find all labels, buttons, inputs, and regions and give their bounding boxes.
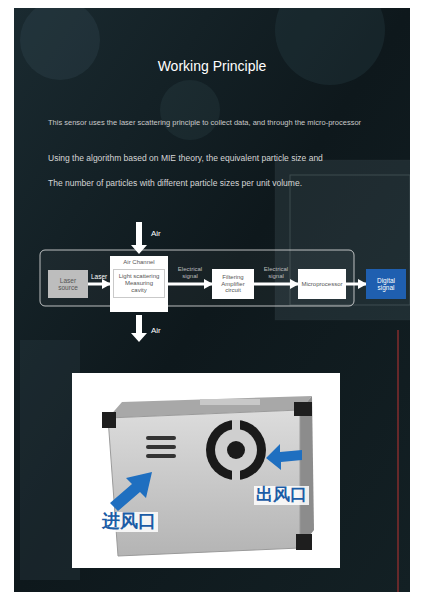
- flow-label: Air: [151, 229, 161, 239]
- edge-label: Electrical signal: [256, 266, 296, 280]
- fan-gap: [232, 470, 240, 480]
- signal-arrow: [346, 283, 366, 286]
- fan-hub: [227, 441, 245, 459]
- box-label: Microprocessor: [301, 281, 343, 288]
- edge-label: Electrical signal: [170, 266, 210, 280]
- box-label: Light scattering Measuring cavity: [117, 273, 161, 294]
- vent-slot: [146, 436, 176, 440]
- bokeh: [20, 8, 100, 80]
- edge-label: Laser: [91, 273, 107, 280]
- fan-gap: [232, 420, 240, 430]
- sensor-side: [300, 396, 314, 548]
- fan-ring: [206, 420, 266, 480]
- flow-label: Air: [151, 326, 161, 336]
- process-box: Digital signal: [366, 269, 406, 299]
- intro-text: Using the algorithm based on MIE theory,…: [48, 153, 406, 164]
- dark-ground: [14, 8, 410, 592]
- inlet-label: 进风口: [100, 512, 158, 532]
- box-label: Filtering Amplifier circuit: [215, 274, 251, 295]
- plastic-corner: [102, 412, 116, 428]
- fan-grille: [215, 429, 257, 471]
- sensor-front: [108, 410, 300, 556]
- air-out-arrow: [131, 315, 147, 342]
- box-label: Digital signal: [369, 277, 403, 292]
- vent-slot: [146, 445, 176, 449]
- blurred-lab: [20, 8, 410, 592]
- process-box: Microprocessor: [298, 269, 346, 299]
- frame-outline: [40, 250, 354, 306]
- inlet-arrow: [110, 472, 152, 511]
- bokeh: [160, 80, 220, 140]
- outlet-label: 出风口: [254, 486, 309, 505]
- photo-ground: [72, 373, 340, 568]
- glass-cube: [290, 175, 410, 305]
- sensor-label-strip: [200, 399, 260, 405]
- signal-arrow: [254, 283, 298, 286]
- process-box: Laser source: [48, 270, 88, 298]
- process-box: Filtering Amplifier circuit: [212, 269, 254, 299]
- process-box: Air ChannelLight scattering Measuring ca…: [110, 256, 168, 312]
- plastic-corner: [294, 402, 312, 416]
- signal-arrow: [168, 283, 212, 286]
- lab-equipment: [20, 340, 80, 580]
- red-rod: [397, 330, 399, 592]
- air-in-arrow: [131, 222, 147, 254]
- bokeh: [275, 8, 385, 85]
- box-label: Air Channel: [113, 259, 165, 266]
- intro-text: This sensor uses the laser scattering pr…: [48, 118, 378, 128]
- outlet-arrow: [266, 444, 302, 470]
- signal-arrow: [88, 283, 110, 286]
- vent-slot: [146, 454, 176, 458]
- box-label: Laser source: [51, 277, 85, 292]
- intro-text: The number of particles with different p…: [48, 178, 338, 189]
- inner-box: Light scattering Measuring cavity: [113, 269, 165, 298]
- title: Working Principle: [14, 58, 410, 74]
- plastic-corner: [296, 534, 312, 550]
